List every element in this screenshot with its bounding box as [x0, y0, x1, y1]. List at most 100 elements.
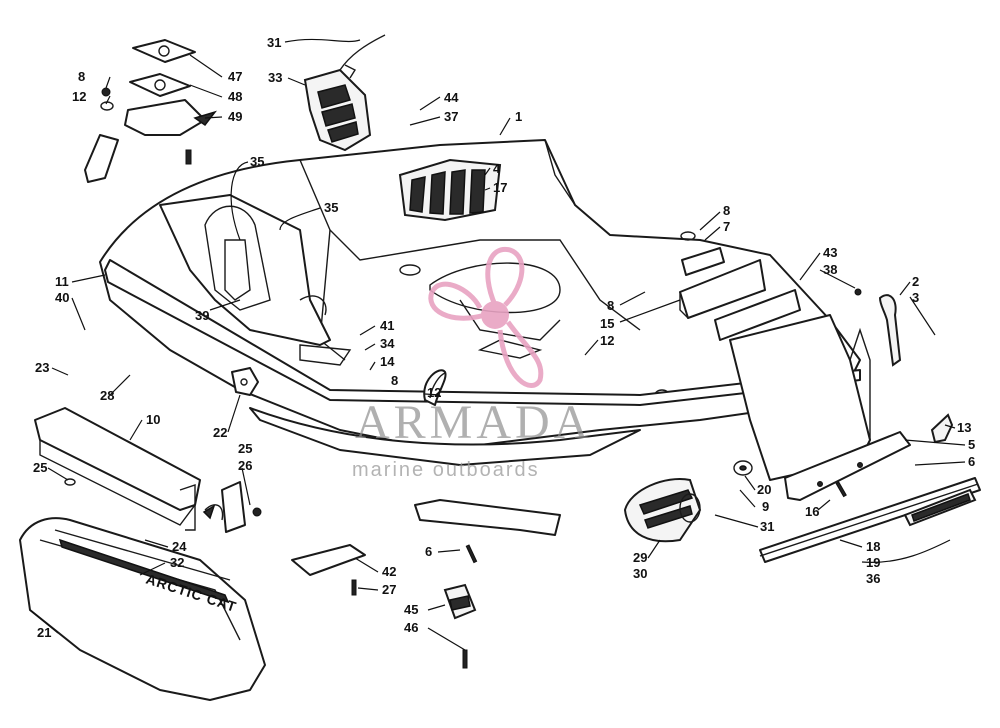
callout-44: 44 [444, 90, 459, 105]
callout-6-right: 6 [968, 454, 975, 469]
callout-3: 3 [912, 290, 919, 305]
callout-31-top: 31 [267, 35, 281, 50]
callout-47: 47 [228, 69, 242, 84]
callout-32: 32 [170, 555, 184, 570]
louvre-bracket [303, 68, 372, 152]
callout-36: 36 [866, 571, 880, 586]
callout-37: 37 [444, 109, 458, 124]
bolt-49 [185, 149, 192, 165]
clip-45-detail [449, 595, 471, 611]
callout-8-midright: 8 [607, 298, 614, 313]
bracket-22 [231, 367, 259, 396]
callout-31-lower: 31 [760, 519, 774, 534]
callout-25-right: 25 [238, 441, 252, 456]
callout-12-right: 12 [600, 333, 614, 348]
callout-43: 43 [823, 245, 837, 260]
callout-23: 23 [35, 360, 49, 375]
callout-11: 11 [55, 274, 69, 289]
skid-plate [291, 544, 366, 576]
fastener-46 [462, 649, 468, 669]
watermark-title: ARMADA [355, 396, 592, 449]
bracket-26 [202, 481, 246, 533]
callout-28: 28 [100, 388, 114, 403]
callout-29: 29 [633, 550, 647, 565]
callout-30: 30 [633, 566, 647, 581]
callout-8-mid: 8 [391, 373, 398, 388]
callout-10: 10 [146, 412, 160, 427]
trim-rail-lower [759, 477, 981, 563]
callout-15: 15 [600, 316, 614, 331]
grab-handle [423, 369, 447, 406]
callout-42: 42 [382, 564, 396, 579]
callout-33: 33 [268, 70, 282, 85]
mounting-plates [84, 39, 218, 183]
callout-9: 9 [762, 499, 769, 514]
callout-4: 4 [493, 161, 501, 176]
callout-16: 16 [805, 504, 819, 519]
watermark-logo [428, 246, 544, 388]
top-cable [339, 34, 386, 71]
callout-5: 5 [968, 437, 975, 452]
bolt-6-lower [465, 544, 478, 564]
top-cable-end [344, 64, 357, 79]
logo-propeller-hub [481, 301, 509, 329]
clip-13 [930, 413, 954, 444]
callout-45: 45 [404, 602, 418, 617]
logo-propeller-blade-left [428, 281, 486, 321]
callout-1: 1 [515, 109, 522, 124]
callout-35-lower: 35 [324, 200, 338, 215]
callout-40: 40 [55, 290, 69, 305]
callout-21: 21 [37, 625, 51, 640]
front-bumper-rail [249, 407, 641, 466]
hood-brace [878, 294, 902, 367]
callout-38: 38 [823, 262, 837, 277]
watermark-subtitle: marine outboards [352, 459, 540, 481]
grommet-20 [733, 460, 753, 476]
callout-12-upper: 12 [72, 89, 86, 104]
callout-8-right: 8 [723, 203, 730, 218]
grommet-20-inner [739, 465, 747, 471]
console-tunnel [159, 194, 331, 346]
callout-13: 13 [957, 420, 971, 435]
trim-strip-upper [784, 431, 911, 501]
leader-lines [29, 38, 966, 651]
callout-48: 48 [228, 89, 242, 104]
washer-upper-left [101, 87, 111, 97]
bolt-27 [351, 579, 357, 596]
callout-20: 20 [757, 482, 771, 497]
callout-22: 22 [213, 425, 227, 440]
logo-propeller-blade-top [485, 246, 525, 307]
front-hood-cowl [19, 517, 266, 701]
callout-26: 26 [238, 458, 252, 473]
callout-2: 2 [912, 274, 919, 289]
callout-19: 19 [866, 555, 880, 570]
callout-41: 41 [380, 318, 394, 333]
callout-46: 46 [404, 620, 418, 635]
callout-6-lower: 6 [425, 544, 432, 559]
callout-49: 49 [228, 109, 242, 124]
callout-labels: 31 33 8 12 47 48 49 44 37 1 4 17 35 35 3… [33, 35, 975, 640]
bumper-strip [414, 499, 561, 536]
callout-25-left: 25 [33, 460, 47, 475]
callout-14: 14 [380, 354, 395, 369]
right-mount-brackets [679, 231, 801, 341]
vent-grille [398, 158, 502, 222]
rubber-boot [623, 478, 702, 543]
callout-18: 18 [866, 539, 880, 554]
callout-34: 34 [380, 336, 395, 351]
washer-25-right [252, 507, 262, 517]
washer-38 [854, 288, 862, 296]
callout-39: 39 [195, 308, 209, 323]
cross-member-bracket [34, 407, 201, 531]
reflector-36 [903, 488, 977, 527]
callout-27: 27 [382, 582, 396, 597]
callout-35-upper: 35 [250, 154, 264, 169]
callout-8-upper: 8 [78, 69, 85, 84]
logo-propeller-blade-right [497, 320, 544, 388]
callout-24: 24 [172, 539, 187, 554]
nut-25-left [64, 478, 76, 486]
callout-12-mid: 12 [427, 385, 441, 400]
callout-7: 7 [723, 219, 730, 234]
callout-17: 17 [493, 180, 507, 195]
